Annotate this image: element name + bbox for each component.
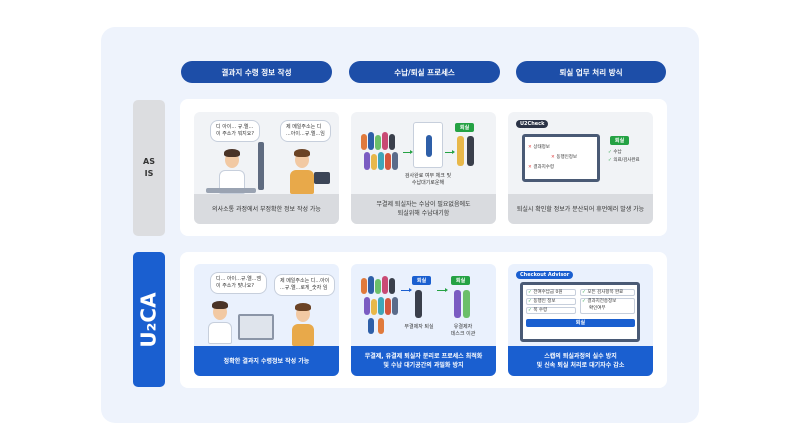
check-item: ✓ 수납 [608, 150, 622, 155]
caption-line: 퇴실위해 수납대기함 [397, 210, 450, 217]
bubble-line: 제 메일주소는 디 [286, 124, 322, 130]
card-caption: 스캡의 퇴실과정의 실수 방지 및 신속 퇴실 처리로 대기자수 감소 [508, 346, 653, 376]
speech-bubble-right: 제 메일주소는 디 ...아이...규.엘...임 [280, 120, 331, 142]
card-caption: 의사소통 과정에서 부정확한 정보 작성 가능 [194, 194, 339, 224]
as-is-line-1: AS [143, 157, 155, 166]
check-item: ✓ 전여수납금 0원 [528, 289, 563, 295]
checkout-advisor-badge: Checkout Advisor [516, 271, 574, 279]
as-is-checkout-method-card: U2Check ✕ 상태정보 ✕ 동행인정보 ✕ 결과지수령 퇴실 ✓ 수납 ✓… [508, 112, 653, 224]
check-item: ✓ 의료/검사완료 [608, 158, 640, 163]
as-is-row: 디 아이... 규.엘... 이 주소가 뭐지요? 제 메일주소는 디 ...아… [180, 99, 667, 236]
checkout-tag-unpaid: 퇴실 [412, 276, 432, 285]
flow-arrow [403, 150, 413, 154]
row-label-as-is: AS IS [133, 100, 165, 236]
bubble-line: 이 주소가 뭐지요? [216, 131, 255, 137]
label-line: 유결제자 [453, 324, 473, 330]
caption-line: 무결제 퇴실자는 수납이 필요없음에도 [376, 201, 471, 208]
caption-line: 스캡의 퇴실과정의 실수 방지 [544, 353, 617, 360]
caption-line: 무결제, 유결제 퇴실자 분리로 프로세스 최적화 [364, 353, 483, 360]
bubble-line: 제 메일주소는 디...아이 [280, 278, 330, 284]
label-line: 데스크 이관 [450, 331, 476, 337]
column-header-checkout-process: 수납/퇴실 프로세스 [349, 61, 500, 83]
check-item: ✓ 동행인 정보 [528, 298, 556, 304]
checkout-tag: 퇴실 [455, 123, 475, 132]
shared-screen [238, 314, 274, 340]
label-line: 수납대기로운해 [411, 180, 445, 186]
status-item: ✕ 결과지수령 [528, 165, 555, 170]
bubble-line: 디... 아이...규.엘...엠 [216, 276, 262, 282]
partition-panel [258, 142, 264, 190]
u2ca-row: 디... 아이...규.엘...엠 이 주소가 맞나요? 제 메일주소는 디..… [180, 252, 667, 388]
u2ca-result-info-card: 디... 아이...규.엘...엠 이 주소가 맞나요? 제 메일주소는 디..… [194, 264, 339, 376]
laptop [314, 172, 330, 184]
monitor-screen: ✕ 상태정보 ✕ 동행인정보 ✕ 결과지수령 [522, 134, 600, 182]
status-item: ✕ 상태정보 [528, 145, 550, 150]
as-is-line-2: IS [144, 169, 154, 178]
checkup-box [413, 122, 443, 168]
caption-line: 및 신속 퇴실 처리로 대기자수 감소 [536, 362, 625, 369]
card-caption: 퇴실시 확인할 정보가 분산되어 휴먼에러 발생 가능 [508, 194, 653, 224]
column-header-checkout-method: 퇴실 업무 처리 방식 [516, 61, 666, 83]
checkout-tag: 퇴실 [610, 136, 630, 145]
speech-bubble-left: 디 아이... 규.엘... 이 주소가 뭐지요? [210, 120, 261, 142]
column-header-result-info: 결과지 수령 정보 작성 [181, 61, 332, 83]
checkout-button[interactable]: 퇴실 [526, 319, 635, 327]
bubble-line: 디 아이... 규.엘... [216, 124, 254, 130]
check-item: ✓ 모든 검사항목 완료 [582, 289, 624, 295]
as-is-checkout-process-card: 퇴실 검사완료 여부 체크 및 수납대기로운해 무결제 퇴실자는 수납이 필요없… [351, 112, 496, 224]
u2ca-logo-text: U₂CA [137, 291, 161, 348]
checkout-tag-paid: 퇴실 [451, 276, 471, 285]
speech-bubble-right: 제 메일주소는 디...아이 ...규.엘...로게_숫자 임 [274, 274, 336, 296]
label-line: 검사완료 여부 체크 및 [404, 173, 452, 179]
status-item: ✕ 동행인정보 [551, 155, 578, 160]
check-item: ✓ 폭 수령 [528, 307, 548, 313]
bubble-line: ...아이...규.엘...임 [286, 131, 325, 137]
flow-arrow [437, 288, 448, 292]
card-caption: 무결제 퇴실자는 수납이 필요없음에도 퇴실위해 수납대기함 [351, 194, 496, 224]
row-label-u2ca: U₂CA [133, 252, 165, 387]
caption-line: 및 수납 대기공간의 과밀화 방지 [383, 362, 464, 369]
u2ca-checkout-process-card: 퇴실 퇴실 무결제자 퇴실 유결제자 데스크 이관 무결제, 유결제 퇴실자 분… [351, 264, 496, 376]
checkup-label: 검사완료 여부 체크 및 수납대기로운해 [403, 173, 453, 187]
flow-arrow [445, 150, 455, 154]
card-caption: 정확한 결과지 수령정보 작성 가능 [194, 346, 339, 376]
flow-arrow [401, 288, 412, 292]
unpaid-label: 무결제자 퇴실 [404, 324, 434, 330]
u2check-badge: U2Check [516, 120, 549, 128]
check-item-sub: 확인여부 [589, 305, 606, 311]
monitor-screen: ✓ 전여수납금 0원 ✓ 동행인 정보 ✓ 폭 수령 ✓ 모든 검사항목 완료 … [520, 282, 640, 342]
speech-bubble-left: 디... 아이...규.엘...엠 이 주소가 맞나요? [210, 272, 268, 294]
card-caption: 무결제, 유결제 퇴실자 분리로 프로세스 최적화 및 수납 대기공간의 과밀화… [351, 346, 496, 376]
check-item: ✓ 결과지전송정보 [582, 298, 617, 304]
u2ca-checkout-method-card: Checkout Advisor ✓ 전여수납금 0원 ✓ 동행인 정보 ✓ 폭… [508, 264, 653, 376]
bubble-line: ...규.엘...로게_숫자 임 [280, 285, 328, 291]
bubble-line: 이 주소가 맞나요? [216, 283, 255, 289]
as-is-result-info-card: 디 아이... 규.엘... 이 주소가 뭐지요? 제 메일주소는 디 ...아… [194, 112, 339, 224]
paid-label: 유결제자 데스크 이관 [443, 324, 483, 338]
desk [206, 188, 256, 193]
